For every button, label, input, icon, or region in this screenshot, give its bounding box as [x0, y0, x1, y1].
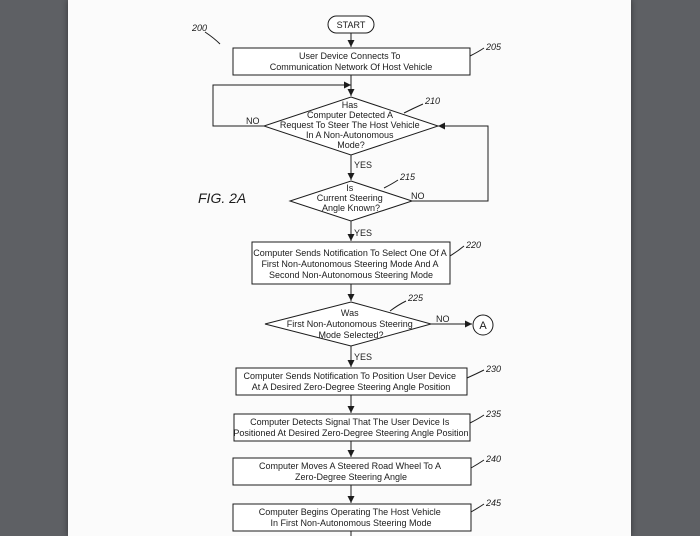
- figure-ref-number: 200: [191, 23, 207, 33]
- figure-label: FIG. 2A: [198, 190, 246, 206]
- decision-215-ref: 215: [399, 172, 416, 182]
- connector-215-no: [412, 122, 489, 202]
- step-235-text: Computer Detects Signal That The User De…: [233, 417, 468, 438]
- step-205-text: User Device Connects To Communication Ne…: [270, 51, 433, 72]
- step-245-leader: [470, 503, 485, 513]
- step-240-text: Computer Moves A Steered Road Wheel To A…: [259, 461, 443, 482]
- decision-225-ref: 225: [407, 293, 424, 303]
- decision-215-no-label: NO: [411, 191, 425, 201]
- step-245-text: Computer Begins Operating The Host Vehic…: [259, 507, 443, 528]
- decision-225-yes-label: YES: [354, 352, 372, 362]
- step-230-leader: [466, 369, 485, 379]
- step-230-ref: 230: [485, 364, 501, 374]
- step-205-leader: [469, 47, 485, 57]
- connector-210-no: [212, 81, 351, 127]
- step-240-box: [232, 457, 472, 486]
- decision-210-no-label: NO: [246, 116, 260, 126]
- start-label: START: [337, 20, 366, 30]
- step-245-box: [232, 503, 472, 532]
- step-230-text: Computer Sends Notification To Position …: [244, 371, 459, 392]
- step-205-ref: 205: [485, 42, 502, 52]
- step-245-ref: 245: [485, 498, 502, 508]
- decision-210-ref: 210: [424, 96, 440, 106]
- decision-210-text: Has Computer Detected A Request To Steer…: [280, 100, 422, 150]
- step-220-leader: [449, 245, 465, 257]
- decision-225-leader: [389, 300, 407, 312]
- step-235-ref: 235: [485, 409, 502, 419]
- step-240-leader: [470, 459, 485, 469]
- decision-210-yes-label: YES: [354, 160, 372, 170]
- offpage-connector-a: [472, 314, 494, 336]
- step-220-box: [251, 241, 451, 285]
- step-230-box: [235, 367, 468, 396]
- decision-225-text: Was First Non-Autonomous Steering Mode S…: [287, 308, 416, 340]
- step-220-ref: 220: [465, 240, 481, 250]
- figure-ref-leader: [204, 31, 221, 45]
- patent-page: FIG. 2A 200 START User Device Connects T…: [68, 0, 631, 536]
- step-235-leader: [469, 414, 485, 424]
- step-220-text: Computer Sends Notification To Select On…: [253, 248, 448, 280]
- offpage-connector-a-label: A: [479, 320, 487, 332]
- step-205-box: [232, 47, 471, 76]
- step-240-ref: 240: [485, 454, 501, 464]
- decision-225-no-label: NO: [436, 314, 450, 324]
- step-235-box: [233, 413, 471, 442]
- decision-215-leader: [383, 179, 399, 189]
- decision-215-yes-label: YES: [354, 228, 372, 238]
- decision-210-leader: [403, 103, 424, 114]
- decision-215-text: Is Current Steering Angle Known?: [317, 183, 386, 213]
- flowchart: FIG. 2A 200 START User Device Connects T…: [191, 15, 502, 536]
